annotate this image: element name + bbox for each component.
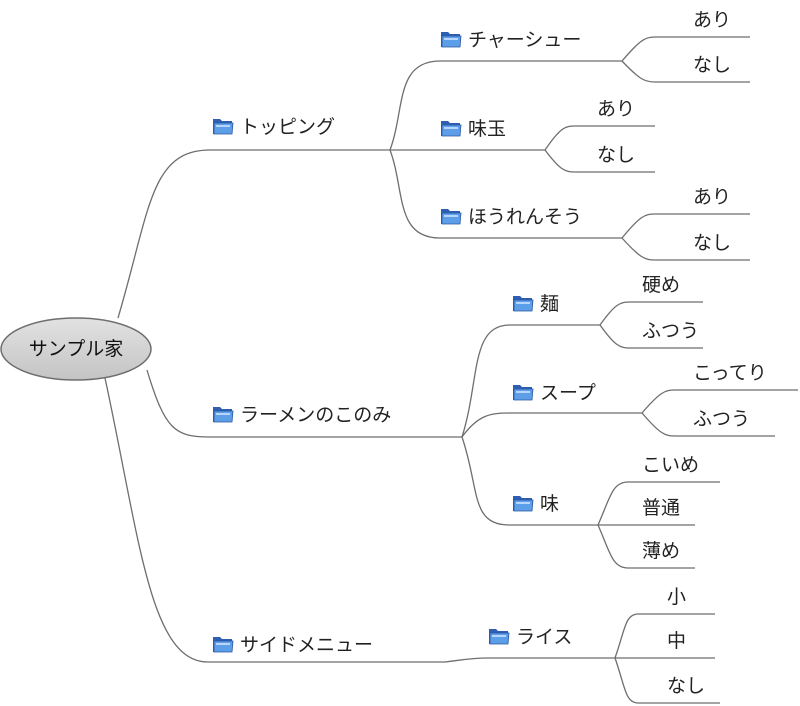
leaf-option[interactable]: ふつう [642,320,700,342]
edge-toppings-spinach [389,149,622,239]
edge-root-toppings [117,149,390,319]
folder-icon [488,626,510,649]
item-soup[interactable]: スープ [512,381,596,405]
item-spinach[interactable]: ほうれんそう [440,205,582,229]
branch-toppings[interactable]: トッピング [212,115,335,139]
leaf-option[interactable]: なし [693,232,732,254]
item-taste[interactable]: 味 [512,492,559,516]
folder-icon [212,116,234,139]
leaf-option[interactable]: なし [667,675,706,697]
edge-toppings-chashu [389,60,622,151]
leaf-option[interactable]: なし [597,144,636,166]
leaf-option[interactable]: あり [693,186,732,208]
item-soup-label: スープ [540,382,596,404]
edge-prefs-soup [461,412,642,438]
leaf-option[interactable]: あり [597,98,636,120]
item-ajitama-label: 味玉 [468,118,507,140]
branch-toppings-label: トッピング [240,116,336,138]
item-rice[interactable]: ライス [488,625,572,649]
folder-icon [512,293,534,316]
item-taste-label: 味 [540,493,560,515]
item-spinach-label: ほうれんそう [468,206,583,228]
edge-root-sides [104,377,445,663]
branch-sides-label: サイドメニュー [240,634,374,656]
edge-prefs-noodles [461,324,600,438]
folder-icon [440,29,462,52]
edge-prefs-taste [461,436,598,526]
branch-preferences[interactable]: ラーメンのこのみ [212,403,391,427]
leaf-option[interactable]: こってり [693,362,767,384]
leaf-option[interactable]: こいめ [642,454,700,476]
folder-icon [212,404,234,427]
folder-icon [212,634,234,657]
item-chashu[interactable]: チャーシュー [440,28,581,52]
item-ajitama[interactable]: 味玉 [440,117,506,141]
item-chashu-label: チャーシュー [468,29,582,51]
item-noodles-label: 麺 [540,293,560,315]
folder-icon [440,206,462,229]
root-node [0,317,152,381]
branch-preferences-label: ラーメンのこのみ [240,404,392,426]
folder-icon [440,118,462,141]
leaf-option[interactable]: なし [693,54,732,76]
folder-icon [512,382,534,405]
leaf-option[interactable]: 普通 [642,497,681,519]
root-node-label[interactable]: サンプル家 [28,338,124,360]
leaf-option[interactable]: 硬め [642,274,681,296]
edge-root-preferences [146,369,462,438]
branch-sides[interactable]: サイドメニュー [212,633,373,657]
leaf-option[interactable]: ふつう [693,408,751,430]
leaf-option[interactable]: 薄め [642,540,681,562]
leaf-option[interactable]: 小 [667,586,687,608]
item-rice-label: ライス [516,626,573,648]
item-noodles[interactable]: 麺 [512,292,559,316]
leaf-option[interactable]: あり [693,9,732,31]
folder-icon [512,493,534,516]
edge-sides-rice [444,657,615,663]
leaf-option[interactable]: 中 [667,630,687,652]
